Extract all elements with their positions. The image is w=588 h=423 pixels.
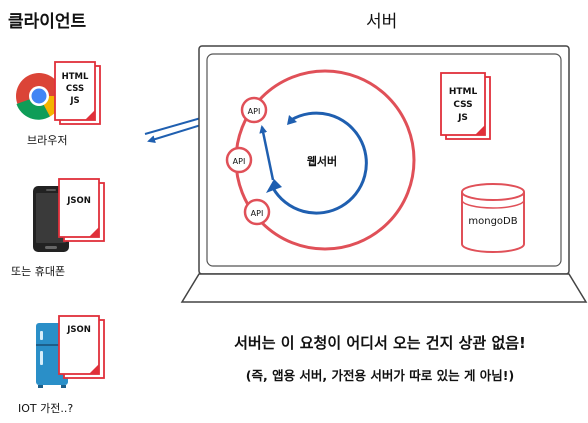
database-icon: mongoDB [461,183,525,253]
phone-label: 또는 휴대폰 [11,265,65,278]
phone-doc-label: JSON [66,196,91,206]
cycle-arrowhead-right [287,115,297,125]
database-label: mongoDB [468,216,517,227]
api-node-1: API [240,96,268,124]
json-document-icon-iot: JSON [58,315,105,379]
server-heading: 서버 [366,12,397,32]
caption-sub: (즉, 앱용 서버, 가전용 서버가 따로 있는 게 아님!) [246,368,514,383]
cycle-arrowhead-up [266,179,282,193]
api-node-1-label: API [248,107,261,116]
api-node-3: API [243,198,271,226]
web-server-label: 웹서버 [307,154,337,168]
client-heading: 클라이언트 [8,12,87,32]
browser-doc-line-3: JS [69,96,79,106]
laptop-icon [180,45,588,303]
static-doc-line-1: HTML [449,87,478,97]
browser-label: 브라우저 [27,134,67,147]
caption-main: 서버는 이 요청이 어디서 오는 건지 상관 없음! [234,334,526,352]
api-node-2: API [225,146,253,174]
api-node-2-label: API [233,157,246,166]
static-doc-line-2: CSS [453,100,472,110]
api-node-3-label: API [251,209,264,218]
static-files-document-icon: HTML CSS JS [440,72,491,140]
iot-doc-label: JSON [66,325,91,335]
json-document-icon-phone: JSON [58,178,105,242]
html-css-js-document-icon: HTML CSS JS [54,61,101,125]
browser-doc-line-1: HTML [62,72,89,82]
static-doc-line-3: JS [457,113,468,123]
browser-doc-line-2: CSS [66,84,84,94]
iot-label: IOT 가전..? [18,402,73,415]
